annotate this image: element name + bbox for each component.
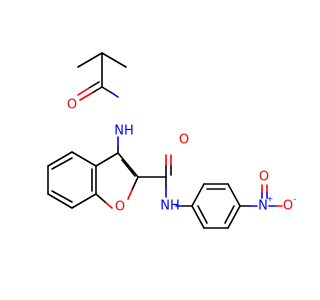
amide-nh-right-label: NH [160, 199, 180, 214]
bond-ph-6-1 [191, 205, 205, 229]
bond-c4-c5 [47, 151, 73, 167]
bond-carbonyl-n-top-b [111, 92, 119, 98]
nitro-oxygen-charge: - [294, 195, 297, 204]
nitro-oxygen-top-label: O [259, 170, 269, 185]
bond-c3-c3a [95, 152, 119, 167]
bond-c7-c7a [71, 193, 97, 209]
bond-c2-o-a [131, 176, 139, 191]
bond-carbonyl-top-2a [88, 81, 100, 89]
amide-nh-top-label: NH [114, 124, 134, 139]
bond-c3-c2-double [121, 159, 136, 177]
bond-carbonyl-top-1b [79, 92, 93, 101]
bond-c4-c5-double [51, 157, 73, 170]
bond-ph-6-1-double [197, 205, 208, 224]
bond-c6-c7-double [51, 190, 73, 203]
amide-oxygen-right-label: O [179, 133, 189, 148]
nitro-oxygen-right-label: O [283, 199, 293, 214]
bond-ph-1-2 [191, 183, 205, 207]
bond-methyl-left [77, 52, 103, 68]
bond-methyl-right [101, 52, 127, 68]
bond-ph-3-4 [227, 183, 241, 207]
bond-c6-c7 [47, 193, 73, 209]
bond-c2-o-b [127, 189, 133, 200]
molecule-canvas: O NH O O NH N + O O - [47, 52, 297, 229]
nitro-nitrogen-charge: + [267, 195, 274, 204]
bond-ph-4-5 [227, 205, 241, 229]
bond-carbonyl-n-top-a [101, 86, 113, 94]
bond-c3a-c4 [71, 151, 97, 167]
bond-carbonyl-top-1a [91, 86, 103, 94]
nitro-nitrogen-label: N [258, 199, 268, 214]
bond-o-c7a-b [95, 193, 106, 203]
structure-diagram: O NH O O NH N + O O - [47, 52, 297, 229]
bond-c3-c2 [117, 152, 139, 178]
furan-oxygen-label: O [115, 200, 125, 215]
bond-o-c7a-a [104, 201, 113, 209]
bond-ph-4-5-double [224, 205, 235, 224]
bond-carbonyl-top-2b [77, 87, 90, 96]
amide-oxygen-top-label: O [67, 98, 77, 113]
